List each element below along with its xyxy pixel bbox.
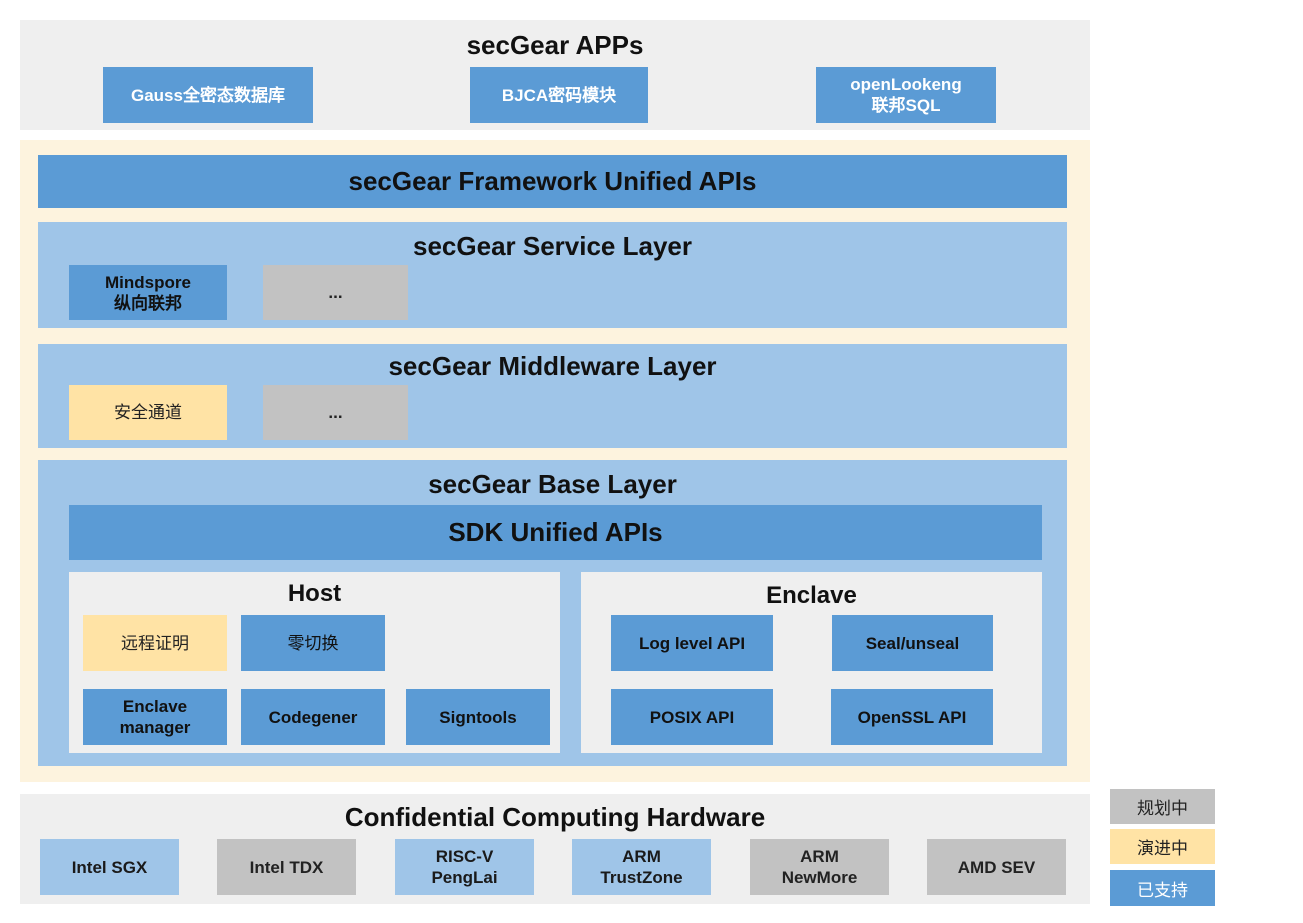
middleware-secure-channel-label: 安全通道 bbox=[114, 403, 182, 422]
middleware-more: ... bbox=[263, 385, 408, 440]
app-gauss-label: Gauss全密态数据库 bbox=[131, 85, 285, 105]
hw-riscv-penglai-label-1: RISC-V bbox=[435, 847, 494, 866]
app-bjca: BJCA密码模块 bbox=[470, 67, 648, 123]
host-title: Host bbox=[287, 580, 342, 607]
framework-unified-apis-bar: secGear Framework Unified APIs bbox=[38, 155, 1067, 208]
hw-intel-sgx-label: Intel SGX bbox=[71, 857, 148, 877]
app-gauss: Gauss全密态数据库 bbox=[103, 67, 313, 123]
host-signtools: Signtools bbox=[406, 689, 550, 745]
hw-riscv-penglai: RISC-V PengLai bbox=[395, 839, 534, 895]
sdk-unified-apis-bar: SDK Unified APIs bbox=[69, 505, 1042, 560]
hw-intel-sgx: Intel SGX bbox=[40, 839, 179, 895]
enclave-posix-api: POSIX API bbox=[611, 689, 773, 745]
apps-title: secGear APPs bbox=[466, 29, 644, 60]
service-mindspore-label-2: 纵向联邦 bbox=[114, 293, 182, 313]
base-layer-title: secGear Base Layer bbox=[428, 468, 677, 499]
host-signtools-label: Signtools bbox=[439, 707, 517, 727]
middleware-secure-channel: 安全通道 bbox=[69, 385, 227, 440]
enclave-log-level-api: Log level API bbox=[611, 615, 773, 671]
app-bjca-label: BJCA密码模块 bbox=[501, 85, 617, 105]
hw-arm-trustzone-label-1: ARM bbox=[622, 847, 661, 866]
middleware-more-label: ... bbox=[328, 403, 343, 422]
host-enclave-manager-label-1: Enclave bbox=[122, 697, 188, 716]
host-zero-switch: 零切换 bbox=[241, 615, 385, 671]
legend-planned: 规划中 bbox=[1110, 789, 1215, 824]
enclave-seal-unseal-label: Seal/unseal bbox=[865, 633, 960, 653]
hw-amd-sev-label: AMD SEV bbox=[957, 857, 1036, 877]
service-mindspore-label-1: Mindspore bbox=[105, 272, 191, 292]
legend-supported-label: 已支持 bbox=[1137, 880, 1188, 900]
service-mindspore: Mindspore 纵向联邦 bbox=[69, 265, 227, 320]
hw-amd-sev: AMD SEV bbox=[927, 839, 1066, 895]
app-openlookeng: openLookeng 联邦SQL bbox=[816, 67, 996, 123]
legend-evolving: 演进中 bbox=[1110, 829, 1215, 864]
hw-arm-trustzone-label-2: TrustZone bbox=[600, 868, 683, 887]
hw-arm-newmore: ARM NewMore bbox=[750, 839, 889, 895]
middleware-layer-title: secGear Middleware Layer bbox=[388, 350, 717, 381]
legend-evolving-label: 演进中 bbox=[1137, 839, 1188, 858]
service-layer-title: secGear Service Layer bbox=[413, 230, 692, 261]
hardware-title: Confidential Computing Hardware bbox=[344, 801, 766, 832]
host-codegener: Codegener bbox=[241, 689, 385, 745]
legend-supported: 已支持 bbox=[1110, 870, 1215, 906]
app-openlookeng-label-2: 联邦SQL bbox=[871, 96, 941, 115]
hw-riscv-penglai-label-2: PengLai bbox=[431, 868, 498, 887]
host-enclave-manager-label-2: manager bbox=[119, 718, 191, 737]
service-more-label: ... bbox=[328, 283, 343, 302]
hw-arm-trustzone: ARM TrustZone bbox=[572, 839, 711, 895]
legend-planned-label: 规划中 bbox=[1137, 799, 1188, 818]
host-remote-attestation: 远程证明 bbox=[83, 615, 227, 671]
enclave-openssl-api: OpenSSL API bbox=[831, 689, 993, 745]
host-enclave-manager: Enclave manager bbox=[83, 689, 227, 745]
app-openlookeng-label-1: openLookeng bbox=[850, 75, 962, 94]
host-zero-switch-label: 零切换 bbox=[287, 633, 339, 653]
host-remote-attestation-label: 远程证明 bbox=[121, 633, 189, 653]
enclave-posix-api-label: POSIX API bbox=[649, 707, 735, 727]
enclave-seal-unseal: Seal/unseal bbox=[832, 615, 993, 671]
hw-arm-newmore-label-1: ARM bbox=[800, 847, 839, 866]
hardware-panel bbox=[20, 794, 1090, 904]
enclave-log-level-api-label: Log level API bbox=[638, 633, 746, 653]
hw-intel-tdx-label: Intel TDX bbox=[249, 857, 324, 877]
enclave-openssl-api-label: OpenSSL API bbox=[857, 707, 967, 727]
host-codegener-label: Codegener bbox=[268, 707, 358, 727]
hw-intel-tdx: Intel TDX bbox=[217, 839, 356, 895]
hw-arm-newmore-label-2: NewMore bbox=[781, 868, 858, 887]
enclave-title: Enclave bbox=[766, 582, 857, 609]
service-more: ... bbox=[263, 265, 408, 320]
